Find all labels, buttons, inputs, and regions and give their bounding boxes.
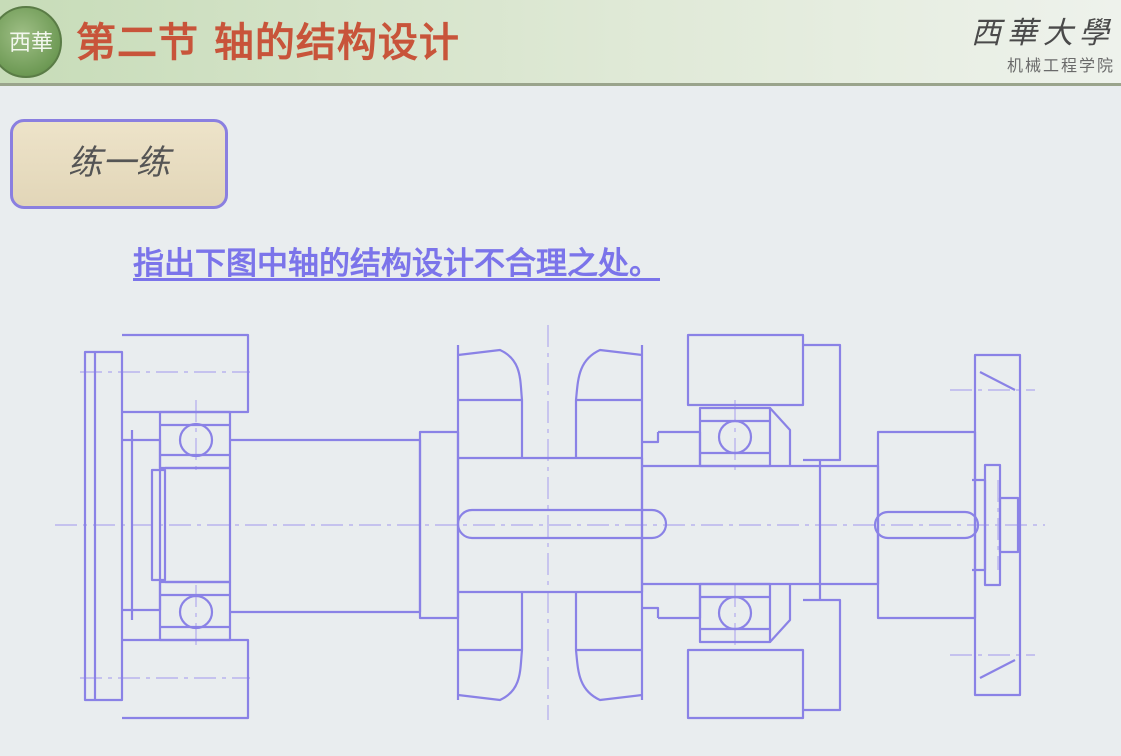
gear <box>458 345 666 700</box>
right-seal-top <box>770 408 790 466</box>
school-name: 西華大學 <box>971 16 1115 51</box>
drawing-lines <box>55 325 1045 720</box>
right-housing <box>688 335 840 718</box>
left-bearing-bottom <box>160 582 230 640</box>
shaft-assembly-drawing <box>0 318 1121 738</box>
school-signature: 西華大學 机械工程学院 <box>971 8 1115 76</box>
right-seal-bottom <box>770 584 790 642</box>
school-dept: 机械工程学院 <box>1006 56 1115 75</box>
section-title: 第二节 轴的结构设计 <box>76 20 460 66</box>
center-lines <box>55 325 1045 720</box>
slide-header: 西華 第二节 轴的结构设计 西華大學 机械工程学院 <box>0 0 1121 86</box>
right-bearing-bottom <box>700 584 770 642</box>
left-bearing-top <box>160 412 230 468</box>
right-bearing-top <box>700 408 770 466</box>
left-end-cap <box>85 352 165 700</box>
practice-badge: 练一练 <box>10 119 228 209</box>
coupling <box>875 355 1020 695</box>
question-text: 指出下图中轴的结构设计不合理之处。 <box>133 246 660 282</box>
university-logo: 西華 <box>0 6 62 78</box>
